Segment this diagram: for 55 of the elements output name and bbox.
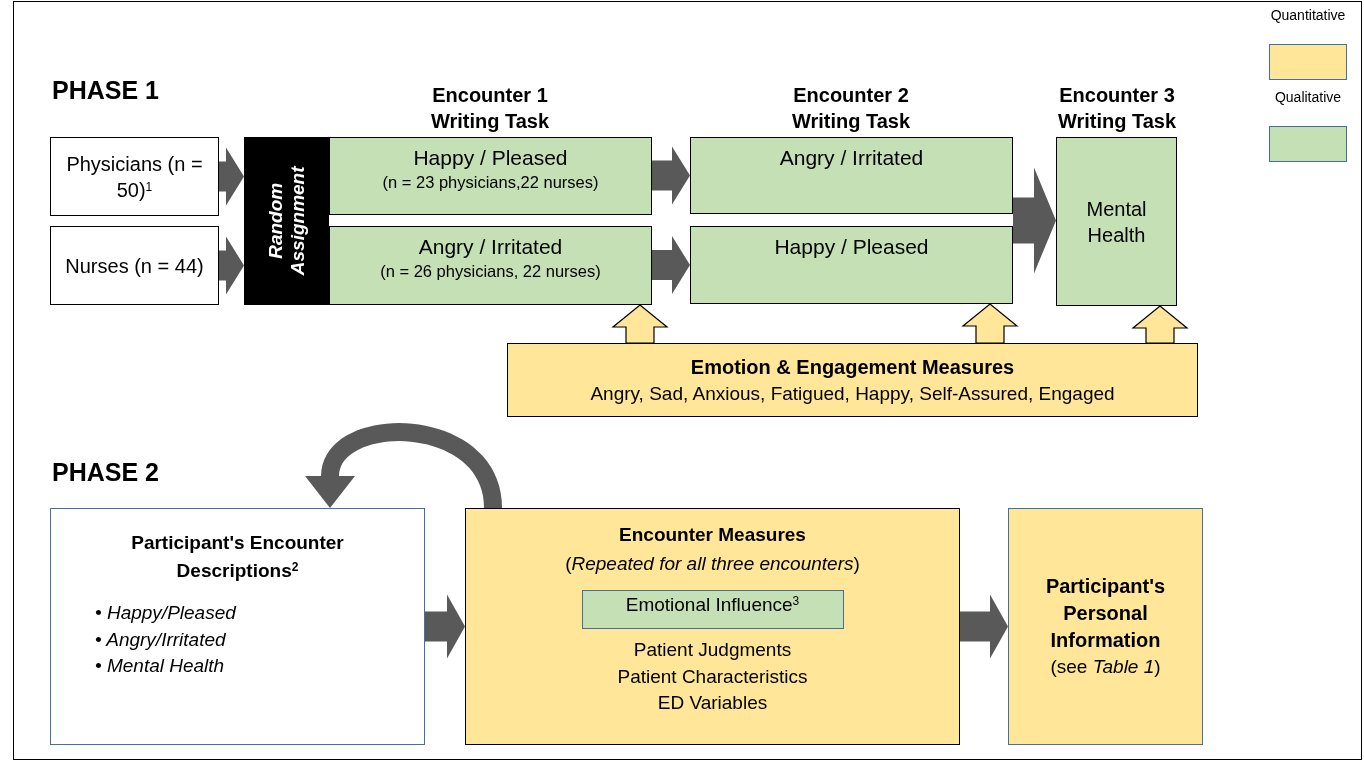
- node-label: (Repeated for all three encounters): [565, 551, 860, 576]
- measures-box: [507, 343, 1198, 417]
- node-label: Random Assignment: [264, 166, 309, 276]
- assignment-bar: [244, 137, 329, 305]
- phase-heading: PHASE 2: [52, 457, 160, 488]
- legend-label: Quantitative: [1270, 6, 1346, 25]
- node-label: Happy / Pleased: [413, 145, 568, 171]
- node-label: Patient Characteristics: [617, 664, 808, 689]
- column-heading: Encounter 2 Writing Task: [790, 83, 912, 134]
- descriptions-box: [50, 508, 425, 745]
- block-arrow: [960, 594, 1008, 659]
- node-label: Angry, Sad, Anxious, Fatigued, Happy, Self-Assured, Engaged: [590, 381, 1115, 406]
- block-arrow: [1013, 167, 1056, 274]
- task-box: [1056, 137, 1177, 306]
- node-heading: Participant's Personal Information: [1044, 574, 1167, 654]
- node-label: (n = 23 physicians,22 nurses): [382, 172, 599, 194]
- participant-box: [50, 226, 219, 305]
- node-label: Mental Health: [1085, 196, 1148, 248]
- node-label: Emotional Influence$^{3}$: [625, 593, 800, 617]
- block-arrow: [219, 236, 244, 295]
- column-heading: Encounter 3 Writing Task: [1056, 83, 1178, 134]
- node-label: Nurses (n = 44): [65, 253, 204, 279]
- information-box: [1008, 508, 1203, 745]
- measures-box: [465, 508, 960, 745]
- node-label: Angry / Irritated: [418, 234, 563, 260]
- phase-heading: PHASE 1: [52, 75, 160, 106]
- block-arrow: [611, 304, 669, 344]
- block-arrow: [219, 147, 244, 206]
- participant-box: [50, 137, 219, 216]
- node-heading: Encounter Measures: [619, 523, 806, 547]
- influence-box: [581, 590, 844, 629]
- block-arrow: [652, 236, 690, 294]
- block-arrow: [652, 146, 690, 205]
- column-heading: Encounter 1 Writing Task: [429, 83, 551, 134]
- list-item: • Mental Health: [95, 654, 225, 679]
- task-box: [690, 226, 1013, 304]
- task-box: [329, 226, 652, 305]
- node-label: Physicians (n = 50)$^{1}$: [65, 151, 204, 203]
- node-label: Happy / Pleased: [774, 234, 929, 260]
- node-label: ED Variables: [657, 691, 768, 716]
- block-arrow: [961, 303, 1019, 344]
- legend-label: Qualitative: [1274, 88, 1342, 107]
- node-label: Angry / Irritated: [779, 145, 924, 171]
- node-label: (see Table 1): [1050, 655, 1161, 680]
- task-box: [690, 137, 1013, 214]
- block-arrow: [1131, 305, 1189, 344]
- curved-arrow: [305, 423, 502, 508]
- list-item: • Happy/Pleased: [95, 601, 236, 626]
- node-label: (n = 26 physicians, 22 nurses): [380, 261, 601, 283]
- node-heading: Participant's Encounter Descriptions$^{2}$: [130, 531, 345, 583]
- node-label: Patient Judgments: [633, 638, 792, 662]
- block-arrow: [425, 594, 465, 659]
- list-item: • Angry/Irritated: [95, 627, 226, 652]
- task-box: [329, 137, 652, 215]
- node-heading: Emotion & Engagement Measures: [690, 354, 1015, 380]
